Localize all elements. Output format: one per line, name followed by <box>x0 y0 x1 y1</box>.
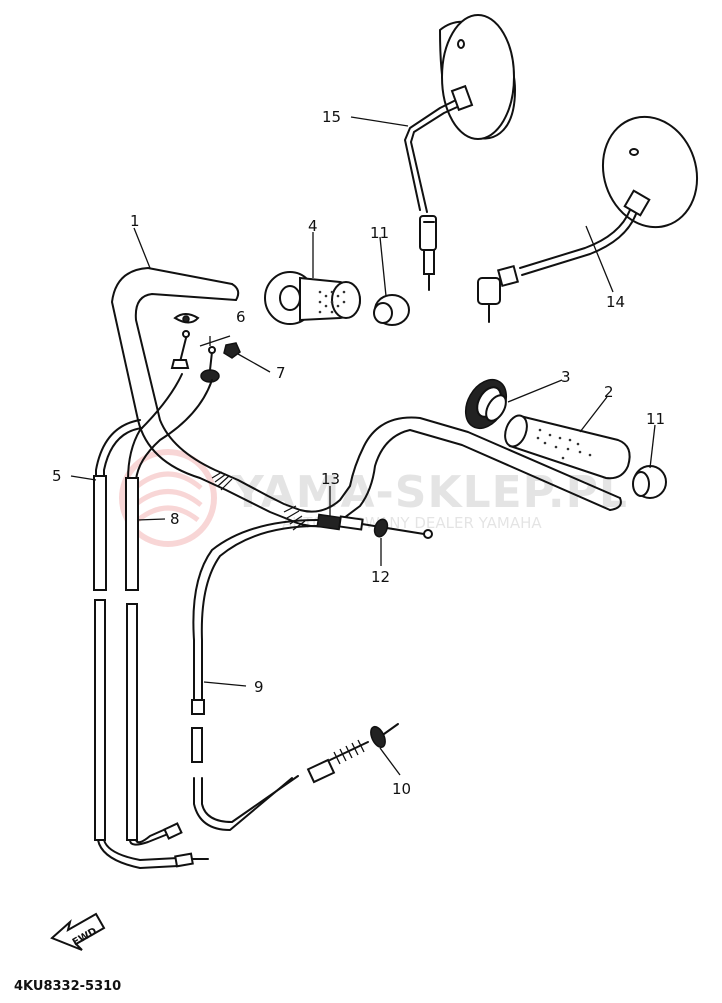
callout-5: 5 <box>52 467 62 485</box>
callout-11-right: 11 <box>646 410 665 428</box>
callout-7: 7 <box>276 364 286 382</box>
callout-1: 1 <box>130 212 140 230</box>
throttle-cable-1 <box>93 419 209 869</box>
callout-4: 4 <box>308 217 318 235</box>
callout-8: 8 <box>170 510 180 528</box>
right-mirror <box>477 115 699 323</box>
left-mirror <box>404 14 517 291</box>
grip-holder-clamp <box>170 313 231 383</box>
grip-housing <box>464 379 508 429</box>
callout-11-upper: 11 <box>370 224 389 242</box>
throttle-grip <box>264 271 362 325</box>
callouts: 1 2 3 4 5 6 7 8 9 10 11 11 12 13 14 15 <box>52 108 665 798</box>
callout-6: 6 <box>236 308 246 326</box>
callout-12: 12 <box>371 568 390 586</box>
callout-2: 2 <box>604 383 614 401</box>
screw <box>223 342 241 359</box>
handlebar-grip <box>504 414 631 480</box>
grip-end-left <box>373 294 410 326</box>
callout-9: 9 <box>254 678 264 696</box>
diagram-code: 4KU8332-5310 <box>14 979 121 994</box>
leader-lines <box>70 116 656 776</box>
callout-15: 15 <box>322 108 341 126</box>
cable-adjuster-lower <box>306 723 399 784</box>
watermark-logo <box>119 449 217 547</box>
clutch-cable <box>191 519 319 831</box>
nut <box>373 518 389 538</box>
callout-14: 14 <box>606 293 625 311</box>
throttle-cable-2 <box>125 373 213 846</box>
fwd-arrow: FWD <box>50 912 106 951</box>
callout-3: 3 <box>561 368 571 386</box>
grip-end-right <box>632 465 667 499</box>
cable-adjuster-upper <box>316 513 433 539</box>
handlebar <box>111 267 622 531</box>
callout-13: 13 <box>321 470 340 488</box>
callout-10: 10 <box>392 780 411 798</box>
